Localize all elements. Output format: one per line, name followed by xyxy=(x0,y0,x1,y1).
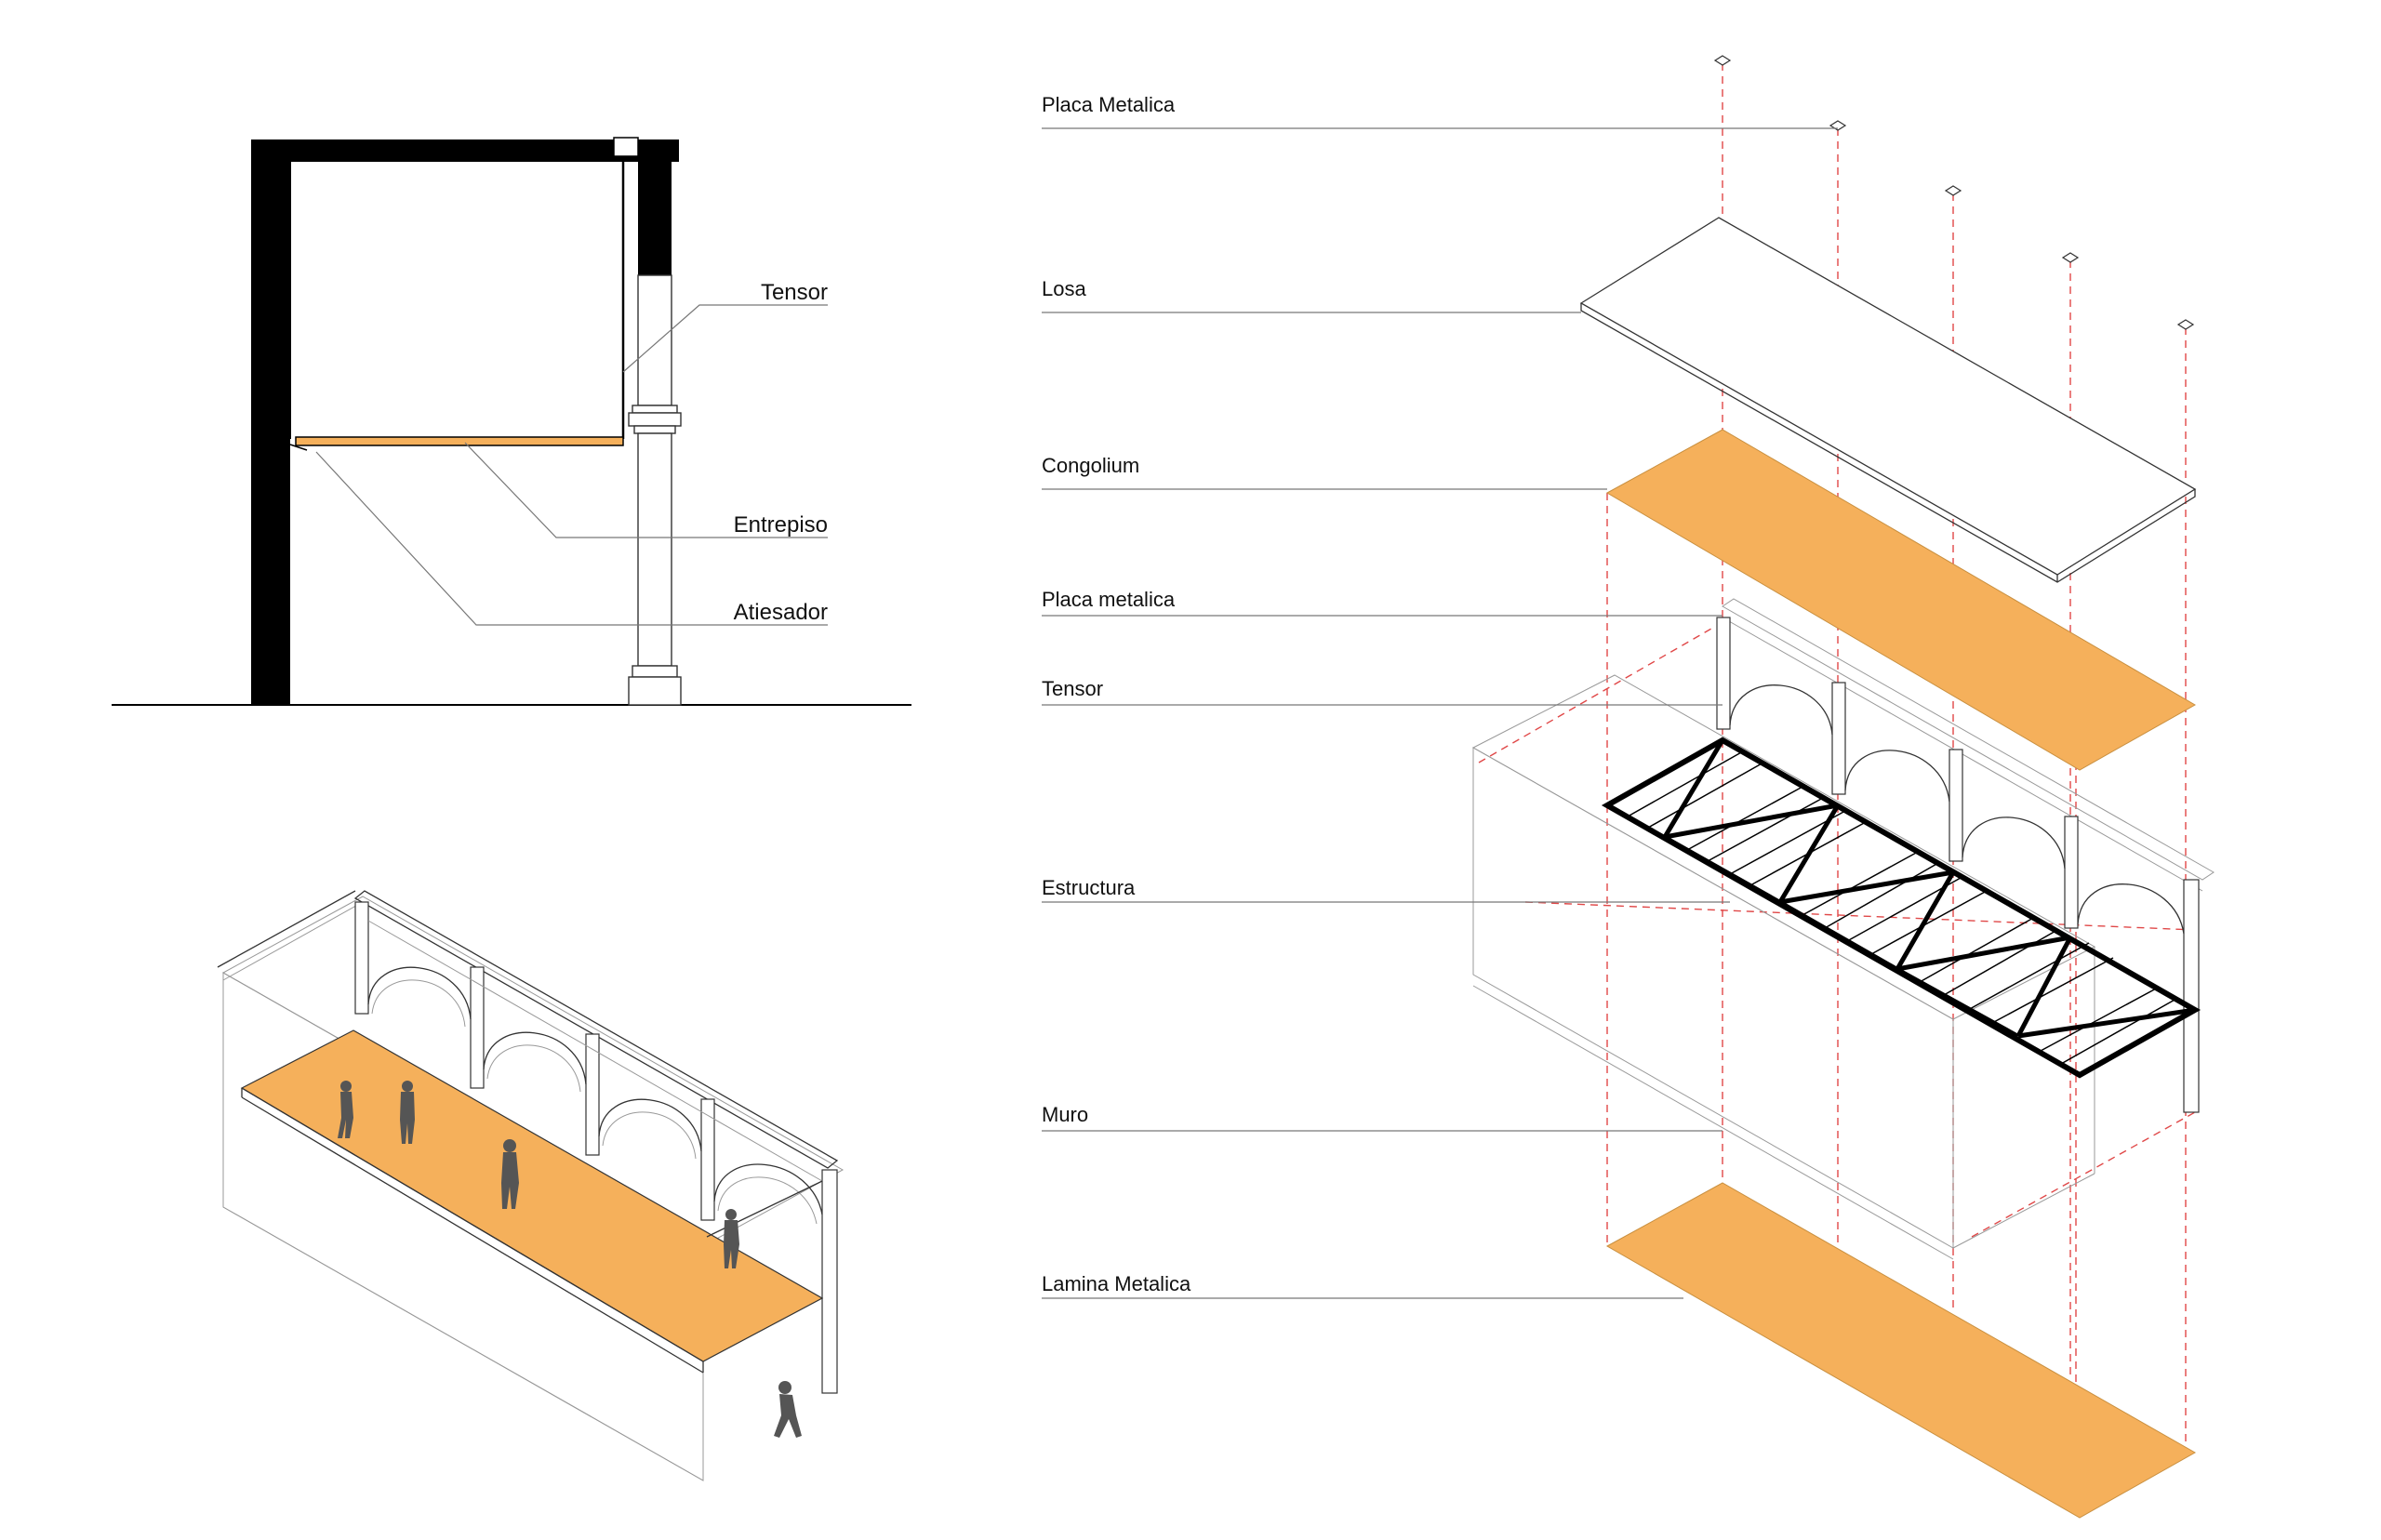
label-lamina-metalica: Lamina Metalica xyxy=(1042,1272,1191,1295)
leader-tensor xyxy=(622,304,828,373)
lamina-metalica-sheet xyxy=(1605,1182,2197,1519)
label-congolium: Congolium xyxy=(1042,454,1139,477)
label-placa-metalica-mid: Placa metalica xyxy=(1042,588,1176,611)
section-column xyxy=(628,274,682,706)
section-entrepiso xyxy=(295,436,624,446)
label-estructura: Estructura xyxy=(1042,876,1136,899)
section-beam-end xyxy=(638,149,672,275)
leader-atiesador xyxy=(315,451,828,626)
label-tensor-section: Tensor xyxy=(761,280,828,305)
label-entrepiso: Entrepiso xyxy=(734,512,828,538)
losa-slab xyxy=(1579,217,2197,583)
arcade-frame xyxy=(1716,598,2215,1113)
exploded-axonometric: Placa Metalica Losa Congolium Placa meta… xyxy=(1042,55,2215,1519)
gallery-arcade xyxy=(354,901,838,1394)
isometric-gallery xyxy=(217,890,845,1481)
person-silhouette-icon xyxy=(338,1081,802,1438)
label-muro: Muro xyxy=(1042,1103,1088,1126)
metal-plates-top xyxy=(1713,55,2195,330)
leader-entrepiso xyxy=(464,442,828,538)
muro-wall xyxy=(1471,674,2096,1260)
gallery-floor xyxy=(240,1029,824,1362)
exploded-leaders xyxy=(1042,127,1838,1299)
estructura-frame xyxy=(1601,737,2201,1079)
section-roof xyxy=(251,139,679,162)
label-atiesador: Atiesador xyxy=(734,600,828,625)
section-wall xyxy=(251,139,290,705)
congolium-sheet xyxy=(1605,429,2197,771)
section-drawing: Tensor Entrepiso Atiesador xyxy=(112,137,911,706)
label-losa: Losa xyxy=(1042,277,1086,300)
label-tensor-exploded: Tensor xyxy=(1042,677,1103,700)
label-placa-metalica-top: Placa Metalica xyxy=(1042,93,1176,116)
